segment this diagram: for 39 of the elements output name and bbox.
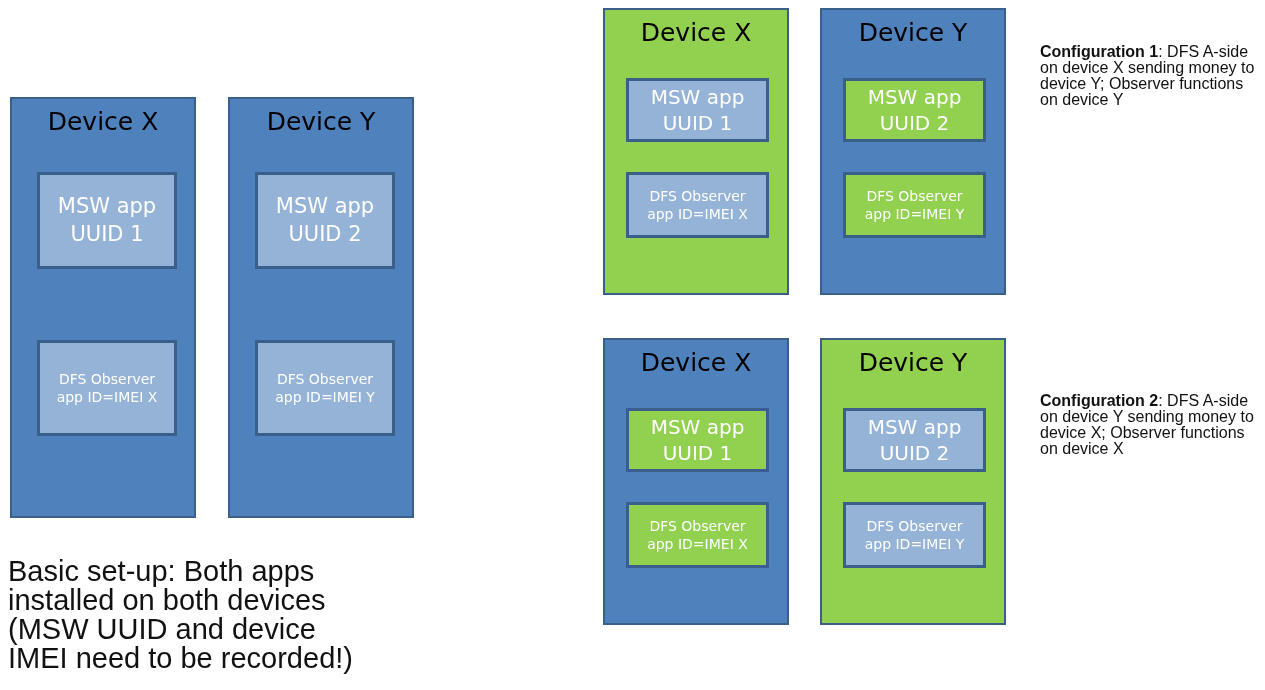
- device-title: Device X: [639, 18, 753, 47]
- app-panel: [626, 502, 769, 568]
- device-title: Device Y: [857, 18, 969, 47]
- app-panel: [626, 408, 769, 472]
- app-label: DFS Observer app ID=IMEI X: [55, 369, 159, 407]
- device-title: Device Y: [265, 107, 377, 136]
- device-panel: [10, 97, 196, 518]
- app-label: MSW app UUID 1: [649, 84, 746, 136]
- app-panel: [255, 340, 395, 436]
- app-label: DFS Observer app ID=IMEI Y: [863, 516, 966, 554]
- app-panel: [843, 78, 986, 142]
- device-title: Device X: [639, 348, 753, 377]
- app-panel: [37, 172, 177, 269]
- configuration-note: Configuration 1: DFS A-side on device X sending money to device Y; Observer functions on device Y: [1040, 44, 1256, 108]
- configuration-note: Configuration 2: DFS A-side on device Y sending money to device X; Observer functions on device X: [1040, 393, 1255, 457]
- app-panel: [843, 502, 986, 568]
- device-title: Device Y: [857, 348, 969, 377]
- app-label: DFS Observer app ID=IMEI X: [646, 516, 749, 554]
- app-label: DFS Observer app ID=IMEI X: [646, 186, 749, 224]
- app-label: MSW app UUID 2: [866, 84, 963, 136]
- app-panel: [843, 172, 986, 238]
- device-title: Device X: [46, 107, 160, 136]
- app-panel: [843, 408, 986, 472]
- app-label: MSW app UUID 2: [274, 193, 376, 248]
- basic-setup-note: Basic set-up: Both apps installed on both devices (MSW UUID and device IMEI need to be recorded!): [8, 557, 354, 673]
- app-label: DFS Observer app ID=IMEI Y: [863, 186, 966, 224]
- device-panel: [603, 8, 789, 295]
- app-label: MSW app UUID 1: [56, 193, 158, 248]
- app-panel: [255, 172, 395, 269]
- app-panel: [626, 78, 769, 142]
- app-label: MSW app UUID 1: [649, 414, 746, 466]
- device-panel: [228, 97, 414, 518]
- app-label: DFS Observer app ID=IMEI Y: [274, 369, 376, 407]
- app-panel: [626, 172, 769, 238]
- app-panel: [37, 340, 177, 436]
- app-label: MSW app UUID 2: [866, 414, 963, 466]
- device-panel: [820, 8, 1006, 295]
- device-panel: [603, 338, 789, 625]
- device-panel: [820, 338, 1006, 625]
